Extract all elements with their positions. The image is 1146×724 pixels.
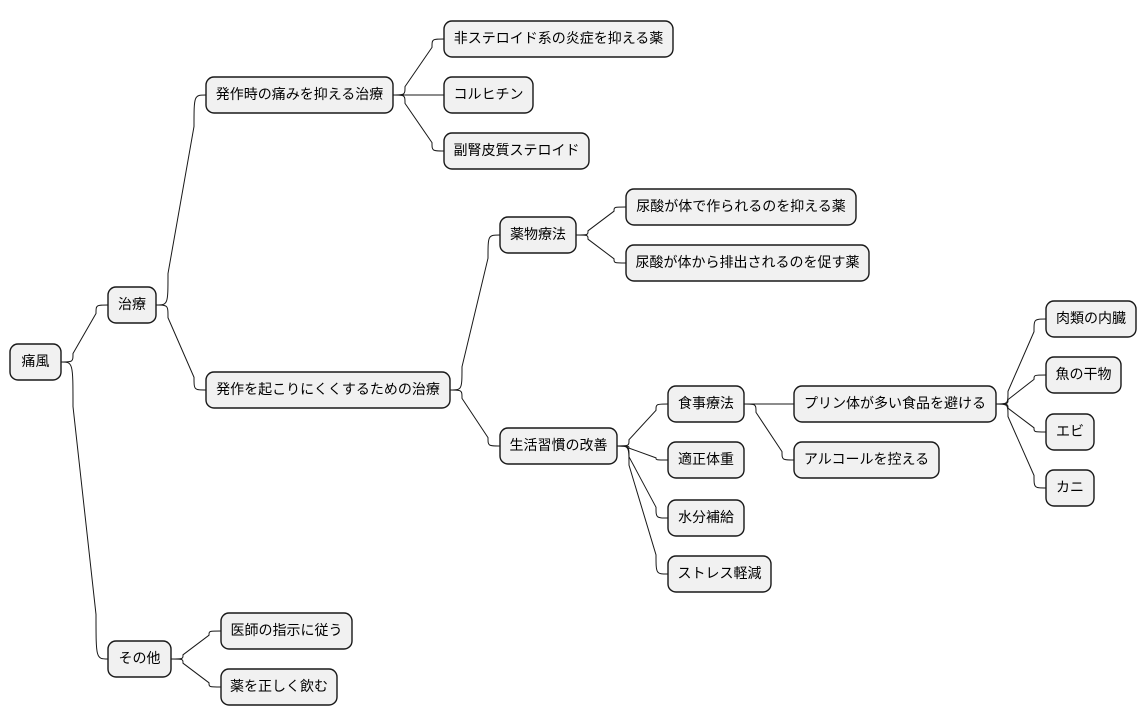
edge-treatment-to-acute-treatment xyxy=(155,94,207,306)
edge-preventive-treatment-to-drug-therapy xyxy=(449,234,501,391)
mindmap-edges xyxy=(60,38,1047,688)
node-preventive-treatment[interactable]: 発作を起こりにくくするための治療 xyxy=(205,371,451,409)
node-hydration[interactable]: 水分補給 xyxy=(667,499,745,537)
edge-lifestyle-to-weight xyxy=(616,445,669,461)
node-label: 水分補給 xyxy=(678,510,734,526)
node-label: 肉類の内臓 xyxy=(1056,311,1126,327)
node-weight[interactable]: 適正体重 xyxy=(667,441,745,479)
node-label: 薬を正しく飲む xyxy=(230,679,328,695)
node-drug-therapy[interactable]: 薬物療法 xyxy=(499,216,577,254)
edge-other-to-follow-doctor xyxy=(170,630,222,660)
edge-avoid-purine-to-shrimp xyxy=(995,403,1047,433)
node-label: 医師の指示に従う xyxy=(231,623,343,639)
node-avoid-purine[interactable]: プリン体が多い食品を避ける xyxy=(793,385,997,423)
node-label: その他 xyxy=(119,651,161,667)
edge-gout-to-treatment xyxy=(60,304,109,363)
edge-avoid-purine-to-crab xyxy=(995,403,1047,489)
edge-avoid-purine-to-organ-meat xyxy=(995,318,1047,405)
edge-gout-to-other xyxy=(60,361,109,660)
node-label: 発作時の痛みを抑える治療 xyxy=(216,86,384,103)
node-stress[interactable]: ストレス軽減 xyxy=(667,555,772,593)
edge-lifestyle-to-hydration xyxy=(616,445,669,519)
node-limit-alcohol[interactable]: アルコールを控える xyxy=(793,441,940,479)
node-uric-excretion[interactable]: 尿酸が体から排出されるのを促す薬 xyxy=(625,244,870,282)
edge-treatment-to-preventive-treatment xyxy=(155,304,207,391)
node-label: 尿酸が体から排出されるのを促す薬 xyxy=(636,255,860,271)
node-organ-meat[interactable]: 肉類の内臓 xyxy=(1045,300,1137,338)
node-acute-treatment[interactable]: 発作時の痛みを抑える治療 xyxy=(205,76,394,114)
node-label: 食事療法 xyxy=(678,395,734,412)
node-nsaid[interactable]: 非ステロイド系の炎症を抑える薬 xyxy=(443,20,674,58)
node-label: カニ xyxy=(1056,480,1084,496)
node-label: 尿酸が体で作られるのを抑える薬 xyxy=(636,199,846,215)
node-dried-fish[interactable]: 魚の干物 xyxy=(1045,356,1122,394)
node-label: コルヒチン xyxy=(454,87,524,103)
node-label: 非ステロイド系の炎症を抑える薬 xyxy=(454,31,664,47)
node-label: エビ xyxy=(1056,424,1084,440)
node-label: 適正体重 xyxy=(678,451,734,468)
node-label: 痛風 xyxy=(22,353,50,370)
node-uric-production[interactable]: 尿酸が体で作られるのを抑える薬 xyxy=(625,188,857,226)
node-gout[interactable]: 痛風 xyxy=(9,343,62,381)
edge-drug-therapy-to-uric-production xyxy=(575,206,627,236)
node-label: 魚の干物 xyxy=(1056,367,1112,383)
edge-other-to-take-medicine xyxy=(170,658,222,688)
edge-avoid-purine-to-dried-fish xyxy=(995,374,1047,405)
node-label: 発作を起こりにくくするための治療 xyxy=(216,381,440,398)
node-diet[interactable]: 食事療法 xyxy=(667,385,745,423)
node-label: アルコールを控える xyxy=(804,452,929,468)
edge-drug-therapy-to-uric-excretion xyxy=(575,234,627,264)
edge-acute-treatment-to-nsaid xyxy=(392,38,445,96)
node-take-medicine[interactable]: 薬を正しく飲む xyxy=(220,668,338,706)
node-label: 生活習慣の改善 xyxy=(510,437,608,454)
edge-diet-to-limit-alcohol xyxy=(743,403,795,461)
node-label: 治療 xyxy=(118,296,146,313)
edge-preventive-treatment-to-lifestyle xyxy=(449,389,501,447)
node-crab[interactable]: カニ xyxy=(1045,469,1095,507)
node-follow-doctor[interactable]: 医師の指示に従う xyxy=(220,612,353,650)
edge-lifestyle-to-stress xyxy=(616,445,669,575)
node-label: 薬物療法 xyxy=(510,226,566,243)
node-treatment[interactable]: 治療 xyxy=(107,286,157,324)
node-colchicine[interactable]: コルヒチン xyxy=(443,76,534,114)
node-label: プリン体が多い食品を避ける xyxy=(804,395,986,412)
edge-lifestyle-to-diet xyxy=(616,403,669,447)
node-steroid[interactable]: 副腎皮質ステロイド xyxy=(443,132,590,170)
node-label: 副腎皮質ステロイド xyxy=(454,143,580,159)
node-lifestyle[interactable]: 生活習慣の改善 xyxy=(499,427,618,465)
node-label: ストレス軽減 xyxy=(678,565,762,582)
edge-acute-treatment-to-steroid xyxy=(392,94,445,152)
node-other[interactable]: その他 xyxy=(107,640,172,678)
node-shrimp[interactable]: エビ xyxy=(1045,413,1095,451)
